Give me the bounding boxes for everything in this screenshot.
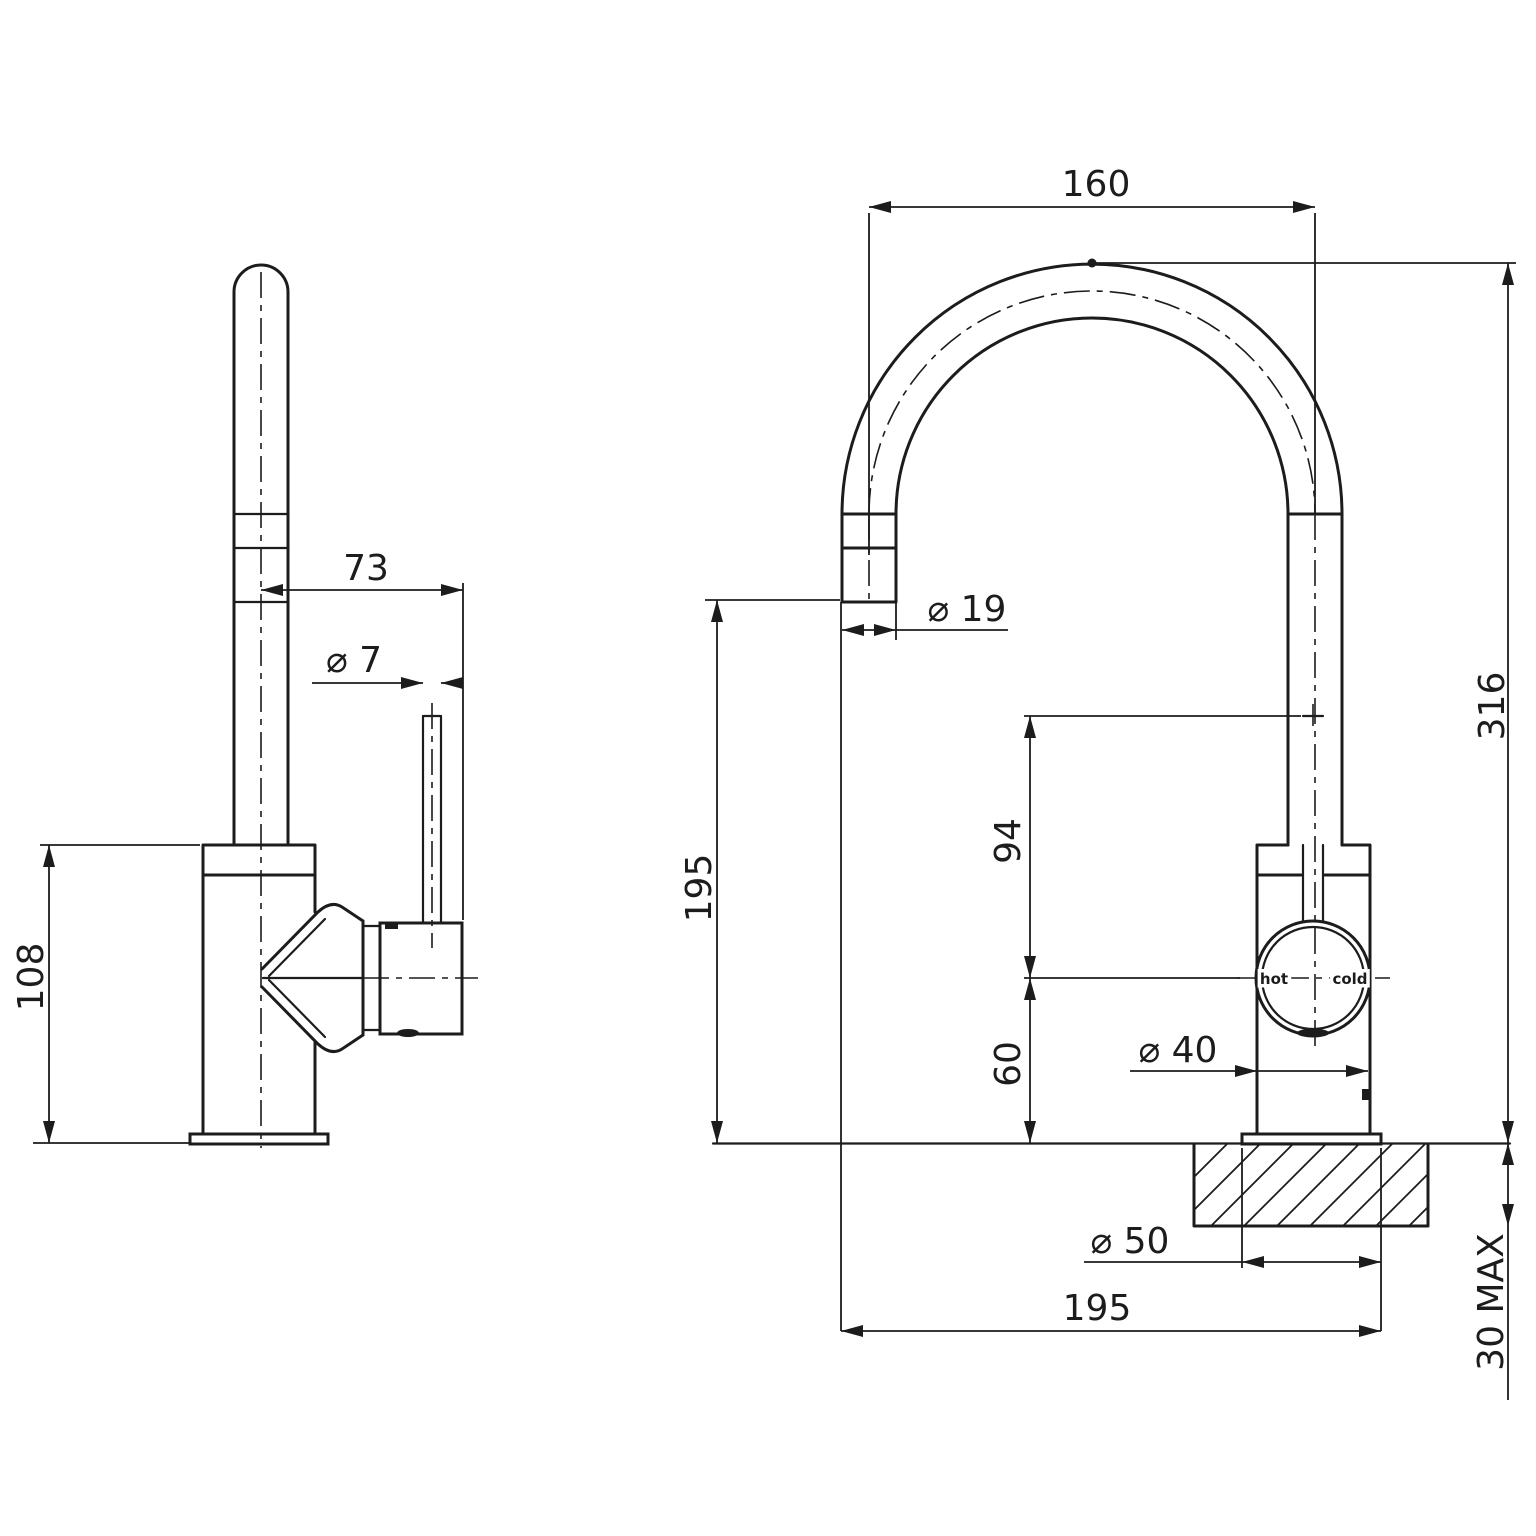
dim-side-handle-offset-label: 73 bbox=[343, 548, 389, 589]
gooseneck-outer-arc bbox=[840, 262, 1344, 516]
front-body bbox=[1255, 843, 1372, 1136]
dim-lever-diameter: ⌀ 7 bbox=[312, 640, 463, 689]
arrowhead bbox=[43, 845, 55, 867]
gooseneck-inner-arc bbox=[894, 316, 1290, 516]
arrowhead bbox=[1024, 716, 1036, 738]
arrowhead bbox=[1024, 956, 1036, 978]
arrowhead bbox=[1293, 201, 1315, 213]
front-view: hot cold 160 316 ⌀ 19 bbox=[679, 164, 1516, 1400]
dim-spout-diameter: ⌀ 19 bbox=[842, 589, 1008, 640]
arrowhead bbox=[1502, 263, 1514, 285]
dim-spout-outlet-height-label: 195 bbox=[679, 854, 720, 923]
arrowhead bbox=[1502, 1204, 1514, 1226]
arrowhead bbox=[1242, 1256, 1264, 1268]
arrowhead bbox=[711, 1121, 723, 1143]
dim-flange-diameter: ⌀ 50 bbox=[1084, 1148, 1382, 1331]
dim-body-height-above-bench-label: 60 bbox=[988, 1041, 1029, 1087]
dim-spout-reach-label: 160 bbox=[1062, 164, 1131, 205]
arrowhead bbox=[842, 624, 864, 636]
dim-bench-thickness-label: 30 MAX bbox=[1471, 1233, 1512, 1371]
dim-base-to-spout-reach: 195 bbox=[840, 602, 1381, 1337]
arrowhead bbox=[401, 677, 423, 689]
side-handle-bottom-mark bbox=[397, 1029, 419, 1037]
dim-side-body-height-label: 108 bbox=[11, 943, 52, 1012]
arrowhead bbox=[869, 201, 891, 213]
arrowhead bbox=[1024, 1121, 1036, 1143]
dim-side-handle-offset: 73 bbox=[261, 548, 464, 920]
dim-body-height-above-bench: 60 bbox=[988, 978, 1036, 1143]
bench-cross-section bbox=[711, 1142, 1512, 1228]
front-lever-rod bbox=[1301, 714, 1325, 922]
dim-bench-thickness: 30 MAX bbox=[1471, 1143, 1514, 1400]
dim-lever-top-height-label: 94 bbox=[988, 818, 1029, 864]
dim-lever-diameter-label: ⌀ 7 bbox=[326, 640, 382, 681]
side-spout-tube bbox=[232, 263, 290, 847]
side-base-flange bbox=[188, 1132, 330, 1146]
dim-spout-diameter-label: ⌀ 19 bbox=[928, 589, 1007, 630]
gooseneck-centerline-arc bbox=[868, 290, 1316, 515]
side-handle-junction-outer bbox=[260, 902, 365, 1054]
body-side-mark bbox=[1362, 1089, 1370, 1100]
arrowhead bbox=[261, 584, 283, 596]
bench-outline bbox=[1192, 1142, 1430, 1228]
side-body bbox=[201, 843, 317, 1136]
arrowhead bbox=[841, 1325, 863, 1337]
arrowhead bbox=[874, 624, 896, 636]
dim-body-diameter-label: ⌀ 40 bbox=[1139, 1030, 1218, 1071]
knob-indicator-mark bbox=[1297, 1028, 1329, 1038]
dim-flange-diameter-label: ⌀ 50 bbox=[1091, 1221, 1170, 1262]
arrowhead bbox=[441, 584, 463, 596]
side-handle-junction-inner bbox=[267, 917, 327, 1039]
arrowhead bbox=[1346, 1065, 1368, 1077]
knob-hot-label: hot bbox=[1260, 970, 1288, 988]
arrowhead bbox=[1502, 1121, 1514, 1143]
arrowhead bbox=[1502, 1143, 1514, 1165]
dim-spout-outlet-height: 195 bbox=[679, 599, 840, 1143]
dim-body-diameter: ⌀ 40 bbox=[1130, 1030, 1368, 1077]
side-handle-neck-connectors bbox=[361, 924, 382, 1032]
arrowhead bbox=[1235, 1065, 1257, 1077]
side-view: 73 ⌀ 7 108 bbox=[11, 263, 478, 1148]
arrowhead bbox=[1024, 978, 1036, 1000]
bench-hatch-lines bbox=[1193, 1143, 1429, 1227]
dim-side-body-height: 108 bbox=[11, 844, 200, 1144]
dim-lever-top-height: 94 bbox=[988, 715, 1301, 979]
side-handle-setscrew-mark bbox=[385, 922, 398, 929]
arrowhead bbox=[441, 677, 463, 689]
arrowhead bbox=[1359, 1256, 1381, 1268]
arrowhead bbox=[43, 1121, 55, 1143]
arrowhead bbox=[1359, 1325, 1381, 1337]
side-handle-cylinder bbox=[378, 921, 464, 1036]
arrowhead bbox=[711, 600, 723, 622]
knob-cold-label: cold bbox=[1332, 970, 1367, 988]
front-spout-outlet bbox=[840, 512, 898, 604]
dim-base-to-spout-reach-label: 195 bbox=[1063, 1288, 1132, 1329]
dim-spout-reach: 160 bbox=[868, 164, 1316, 555]
dim-overall-height: 316 bbox=[1092, 262, 1516, 1143]
dim-overall-height-label: 316 bbox=[1472, 672, 1513, 741]
